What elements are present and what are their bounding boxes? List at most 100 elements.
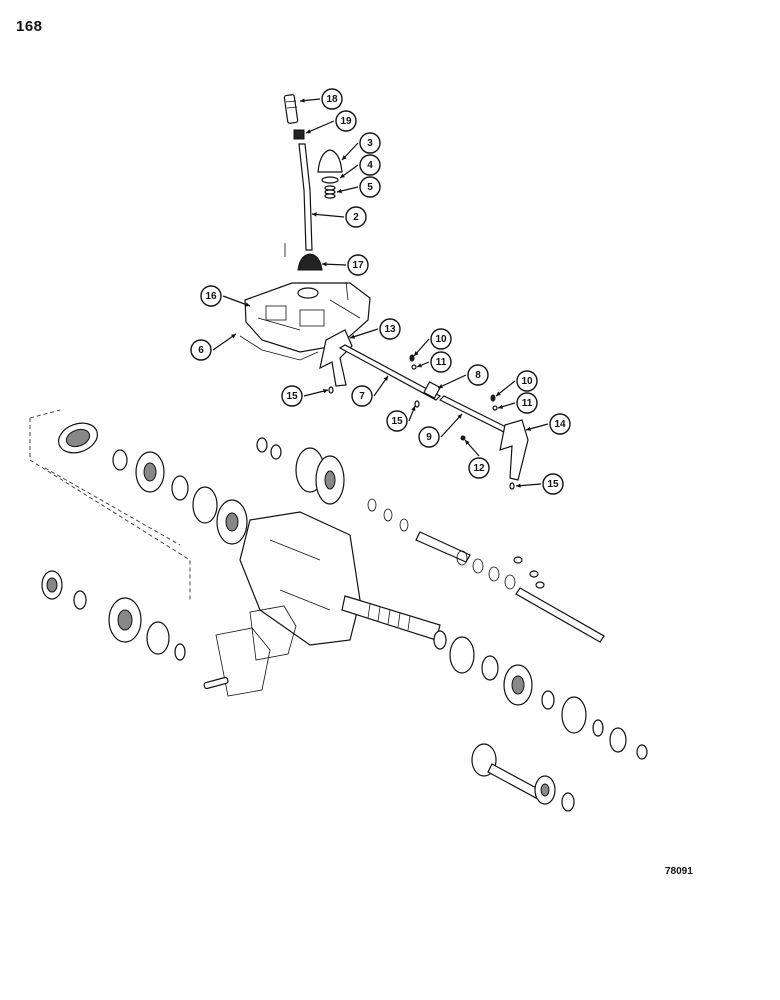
callout-arrowhead: [312, 212, 317, 217]
callout-c2: 2: [311, 206, 367, 228]
callout-leader-line: [305, 120, 335, 134]
shift-cover-gasket: [239, 335, 319, 361]
callout-c15a: 15: [281, 385, 329, 407]
output-shaft: [487, 763, 541, 799]
case-body: [239, 511, 361, 646]
shift-rail-7: [338, 344, 441, 401]
lever-nut: [293, 129, 305, 140]
shift-fork-14: [499, 419, 529, 481]
output-shaft-group: [471, 743, 575, 812]
countershaft: [415, 531, 471, 563]
lever-washer: [321, 176, 339, 184]
lever-boot: [317, 149, 343, 173]
callout-circle: [516, 392, 538, 414]
callout-arrowhead: [526, 426, 531, 431]
callout-c3: 3: [341, 132, 381, 161]
callout-circle: [430, 351, 452, 373]
callout-number: 4: [367, 160, 373, 171]
callout-number: 10: [435, 334, 447, 345]
case-gasket: [215, 627, 271, 697]
lever-spring: [324, 185, 336, 199]
callout-number: 18: [326, 94, 338, 105]
callout-circle: [379, 318, 401, 340]
callout-number: 9: [426, 432, 432, 443]
callout-number: 2: [353, 212, 359, 223]
mainshaft: [341, 595, 441, 641]
callout-circle: [351, 385, 373, 407]
figure-code: 78091: [665, 866, 693, 877]
callout-number: 11: [522, 398, 533, 409]
shift-lever-assembly: [283, 94, 343, 271]
callout-c9: 9: [418, 413, 463, 448]
callout-arrowhead: [245, 302, 250, 307]
callout-number: 5: [367, 182, 373, 193]
callout-circle: [468, 457, 490, 479]
callout-leader-line: [311, 213, 345, 218]
callout-arrowhead: [340, 173, 345, 178]
callout-number: 19: [340, 116, 352, 127]
callout-arrowhead: [417, 363, 422, 368]
callout-leader-line: [222, 295, 251, 307]
callout-circle: [281, 385, 303, 407]
reverse-idler-group: [41, 570, 186, 661]
mainshaft-group: [341, 595, 648, 760]
callout-arrowhead: [498, 404, 503, 409]
callout-arrowhead: [411, 406, 416, 411]
mainshaft-gear-2: [561, 696, 587, 734]
reverse-shaft: [515, 587, 605, 643]
callout-arrowhead: [231, 334, 236, 339]
callout-arrowhead: [300, 98, 305, 103]
callout-number: 16: [205, 291, 217, 302]
callout-circle: [321, 88, 343, 110]
callout-leader-line: [349, 328, 379, 339]
callout-arrowhead: [306, 129, 311, 134]
callout-circle: [542, 473, 564, 495]
mainshaft-gear-1: [449, 636, 475, 674]
callout-c16: 16: [200, 285, 251, 307]
callout-c19: 19: [305, 110, 357, 134]
callout-c5: 5: [336, 176, 381, 198]
callout-arrowhead: [414, 351, 419, 356]
countershaft-group: [29, 409, 248, 600]
transmission-case: [203, 511, 361, 697]
dust-cap: [297, 253, 323, 271]
callout-c6: 6: [190, 333, 237, 361]
callout-circle: [467, 364, 489, 386]
callout-circle: [430, 328, 452, 350]
callout-circle: [190, 339, 212, 361]
callout-leader-line: [437, 374, 467, 389]
input-shaft-group: [256, 437, 605, 643]
shift-lever: [298, 143, 313, 251]
callout-arrowhead: [337, 188, 342, 194]
callout-c7: 7: [351, 375, 389, 407]
callout-c18: 18: [299, 88, 343, 110]
callout-circle: [386, 410, 408, 432]
callout-number: 10: [521, 376, 533, 387]
callout-c14: 14: [525, 413, 571, 435]
callout-leader-line: [440, 413, 463, 438]
shift-rail-9: [438, 395, 514, 435]
callout-number: 8: [475, 370, 481, 381]
callout-circle: [335, 110, 357, 132]
callout-arrowhead: [323, 388, 328, 394]
page-number: 168: [16, 18, 43, 35]
lever-knob: [283, 94, 299, 124]
callout-arrowhead: [496, 391, 501, 396]
shift-fork-13: [319, 329, 353, 387]
callout-circle: [200, 285, 222, 307]
callout-number: 17: [352, 260, 364, 271]
callout-c17: 17: [321, 254, 369, 276]
callout-c11a: 11: [416, 351, 452, 373]
callout-arrowhead: [438, 384, 443, 389]
shift-block: [423, 381, 441, 399]
callout-circle: [347, 254, 369, 276]
callout-number: 11: [436, 357, 447, 368]
callout-number: 15: [391, 416, 403, 427]
callout-c11b: 11: [497, 392, 538, 414]
callout-number: 3: [367, 138, 373, 149]
callout-arrowhead: [465, 440, 470, 445]
callout-circle: [359, 132, 381, 154]
